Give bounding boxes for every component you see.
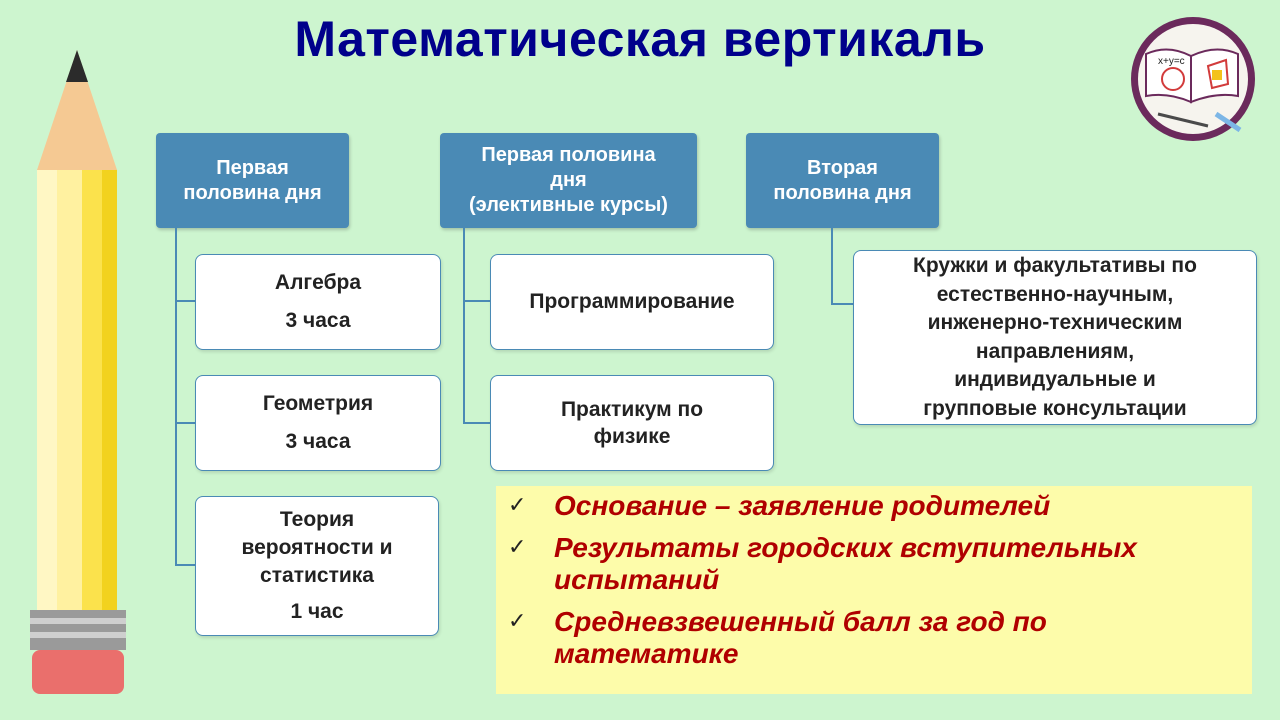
course-name: Теория (279, 508, 355, 531)
connector-line (831, 303, 853, 305)
header-line: половина дня (773, 181, 912, 204)
clubs-electives-box: Кружки и факультативы по естественно-нау… (853, 250, 1257, 425)
course-hours: 3 часа (285, 309, 351, 332)
connector-line (463, 228, 465, 424)
column-header-second-half: Вторая половина дня (746, 133, 939, 228)
clubs-line: групповые консультации (923, 396, 1187, 420)
column-header-first-half: Первая половина дня (156, 133, 349, 228)
course-name: вероятности и (241, 536, 393, 559)
connector-line (831, 228, 833, 305)
course-name: физике (593, 425, 671, 448)
admission-conditions-panel: ✓ Основание – заявление родителей ✓ Резу… (496, 486, 1252, 694)
condition-text: математике (554, 638, 739, 669)
condition-item: ✓ Результаты городских вступительных исп… (508, 532, 1240, 596)
course-box-programming: Программирование (490, 254, 774, 350)
header-line: половина дня (183, 181, 322, 204)
course-box-geometry: Геометрия 3 часа (195, 375, 441, 471)
connector-line (463, 300, 490, 302)
course-box-physics-practicum: Практикум по физике (490, 375, 774, 471)
check-icon: ✓ (508, 608, 527, 633)
condition-item: ✓ Основание – заявление родителей (508, 490, 1240, 522)
course-hours: 3 часа (285, 430, 351, 453)
check-icon: ✓ (508, 492, 527, 517)
header-line: Первая половина (481, 144, 656, 166)
course-name: Практикум по (560, 398, 704, 421)
pencil-illustration (30, 50, 126, 694)
connector-line (175, 228, 177, 565)
condition-text: Результаты городских вступительных (554, 532, 1137, 563)
course-hours: 1 час (290, 600, 344, 623)
clubs-line: направлениям, (975, 339, 1135, 363)
course-name: Программирование (529, 290, 735, 313)
connector-line (175, 564, 195, 566)
column-header-electives: Первая половина дня (элективные курсы) (440, 133, 697, 228)
course-name: Геометрия (262, 392, 374, 415)
clubs-line: индивидуальные и (954, 368, 1156, 391)
header-line: дня (550, 169, 587, 191)
connector-line (175, 422, 195, 424)
course-box-probability-statistics: Теория вероятности и статистика 1 час (195, 496, 439, 636)
connector-line (175, 300, 195, 302)
condition-text: испытаний (554, 564, 720, 595)
math-book-emblem-icon: x+y=c (1131, 17, 1255, 141)
header-line: Вторая (807, 156, 878, 179)
clubs-line: инженерно-техническим (927, 311, 1183, 334)
page-title: Математическая вертикаль (294, 11, 986, 67)
clubs-line: естественно-научным, (936, 282, 1174, 306)
header-line: Первая (216, 156, 289, 179)
svg-text:x+y=c: x+y=c (1158, 56, 1185, 67)
course-name: статистика (260, 564, 374, 587)
condition-text: Основание – заявление родителей (554, 490, 1051, 521)
clubs-line: Кружки и факультативы по (913, 254, 1197, 277)
condition-text: Средневзвешенный балл за год по (554, 606, 1047, 637)
check-icon: ✓ (508, 534, 527, 559)
condition-item: ✓ Средневзвешенный балл за год по матема… (508, 606, 1240, 670)
header-line: (элективные курсы) (469, 194, 668, 216)
course-box-algebra: Алгебра 3 часа (195, 254, 441, 350)
course-name: Алгебра (274, 271, 362, 294)
connector-line (463, 422, 490, 424)
